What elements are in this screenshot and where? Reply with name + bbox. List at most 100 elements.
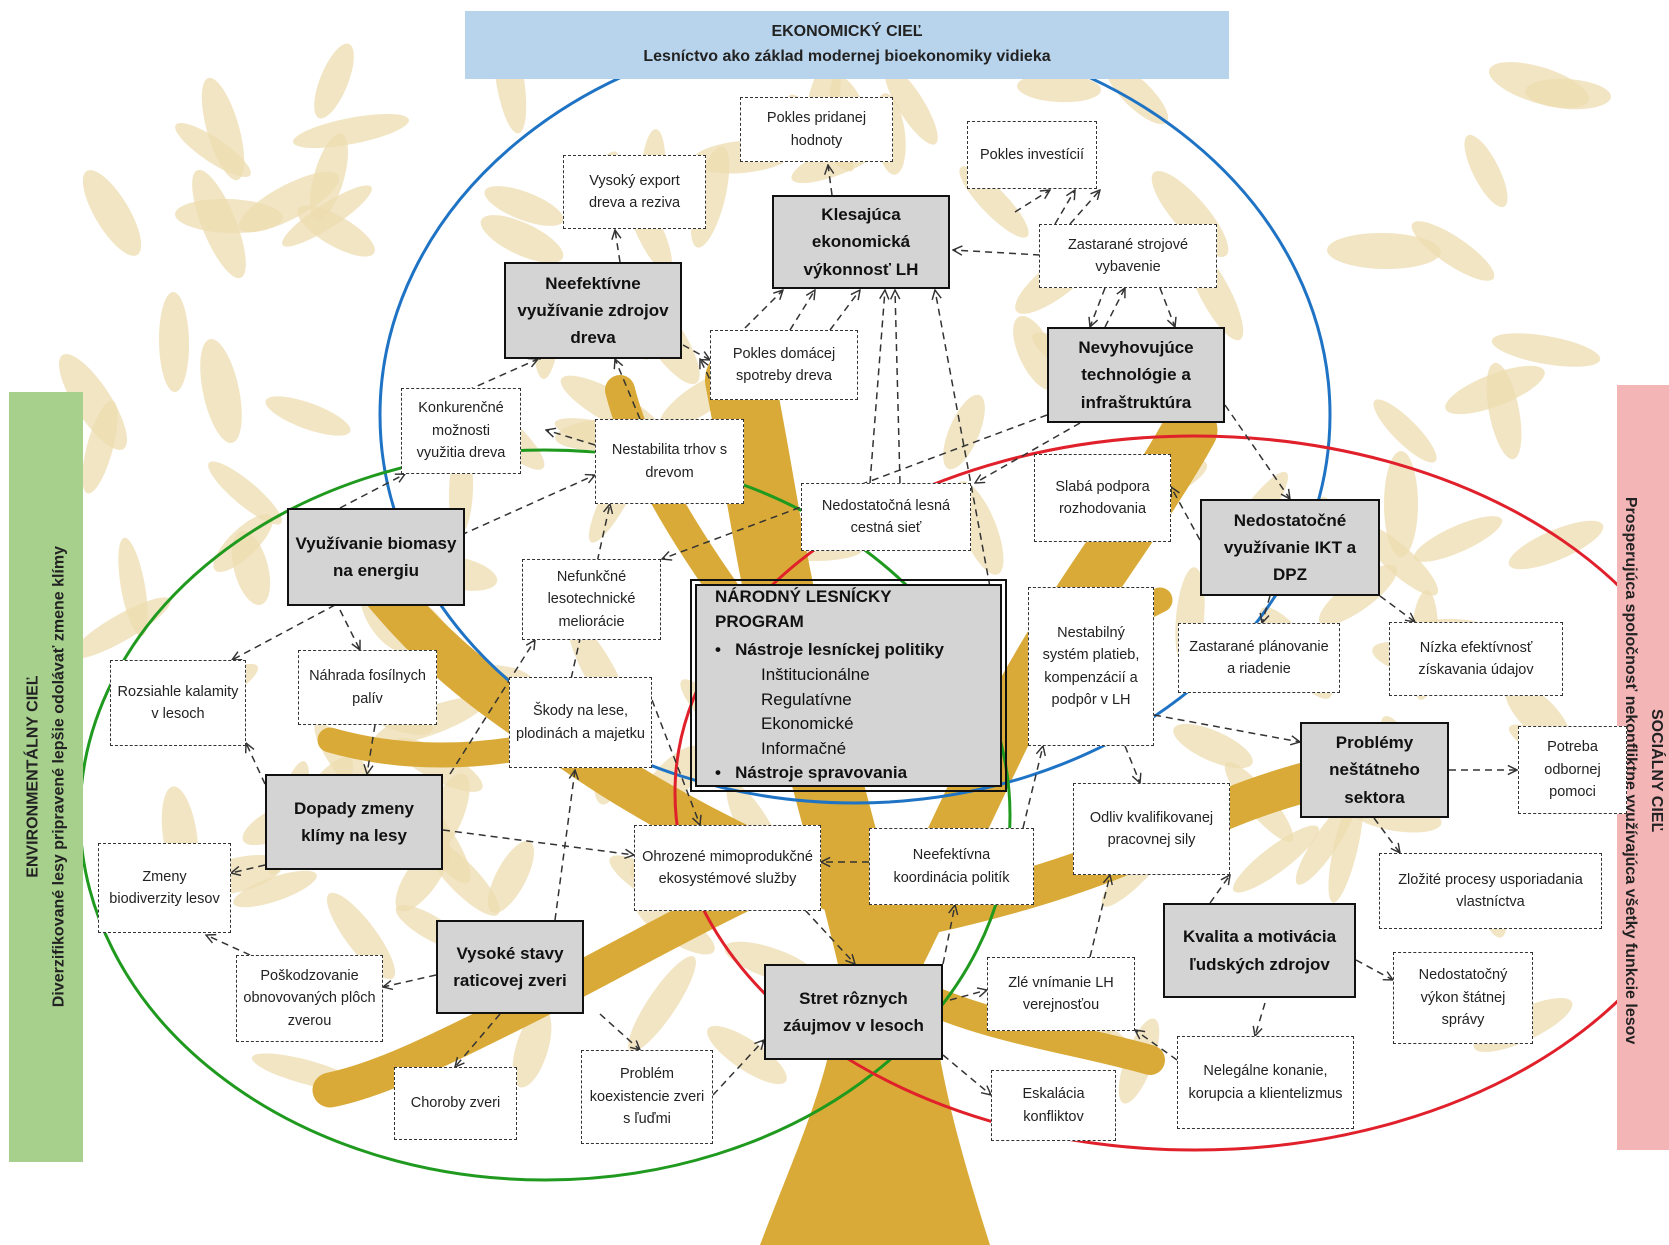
causal-arrow [449, 640, 535, 775]
leaf-shape [282, 185, 372, 247]
node-konkurencne-moznosti: Konkurenčné možnosti využitia dreva [401, 388, 521, 474]
node-odliv-sily: Odliv kvalifikovanej pracovnej sily [1073, 783, 1230, 875]
center-sub-regulative: Regulatívne [761, 689, 852, 709]
causal-arrow [895, 290, 901, 484]
node-zmeny-biodiverzity: Zmeny biodiverzity lesov [98, 843, 231, 933]
leaf-shape [707, 1025, 787, 1085]
center-title: NÁRODNÝ LESNÍCKY PROGRAM [715, 586, 892, 631]
node-neefektivne-vyuzivanie: Neefektívne využívanie zdrojov dreva [504, 262, 682, 359]
node-potreba-pomoci: Potreba odbornej pomoci [1518, 726, 1627, 814]
causal-arrow [1224, 404, 1290, 499]
causal-arrow [232, 604, 336, 660]
causal-arrow [1054, 190, 1075, 225]
node-skody-na-lese: Škody na lese, plodinách a majetku [509, 677, 652, 768]
causal-arrow [367, 724, 376, 774]
causal-arrow [1090, 287, 1106, 327]
leaf-shape [1508, 520, 1604, 570]
leaf-shape [488, 840, 534, 914]
leaf-shape [1373, 399, 1437, 463]
causal-arrow [1089, 875, 1110, 958]
leaf-shape [58, 354, 128, 450]
causal-arrow [1014, 190, 1050, 213]
causal-arrow [682, 344, 710, 360]
causal-arrow [942, 905, 955, 965]
causal-arrow [1022, 746, 1043, 829]
node-pokles-spotreby: Pokles domácej spotreby dreva [710, 330, 858, 400]
causal-arrow [1171, 487, 1201, 541]
leaf-shape [1445, 365, 1545, 415]
center-bullet-policy-tools: • Nástroje lesníckej politiky [715, 640, 944, 660]
leaf-shape [265, 396, 351, 436]
node-dopady-klimy: Dopady zmeny klímy na lesy [265, 774, 443, 870]
node-nestabilny-system: Nestabilný systém platieb, kompenzácií a… [1028, 587, 1154, 746]
causal-arrow [1355, 959, 1393, 980]
node-kvalita-motivacia: Kvalita a motivácia ľudských zdrojov [1163, 903, 1356, 998]
node-nevyhovujuce-technologie: Nevyhovujúce technológie a infraštruktúr… [1047, 327, 1225, 423]
causal-arrow [554, 770, 575, 921]
causal-arrow [1069, 190, 1100, 225]
node-slaba-podpora: Slabá podpora rozhodovania [1034, 454, 1171, 542]
causal-arrow [1104, 288, 1125, 328]
environmental-goal-banner: ENVIRONMENTÁLNY CIEĽ Diverzifikované les… [9, 392, 83, 1162]
leaf-shape [314, 43, 354, 119]
causal-arrow [1262, 595, 1271, 623]
leaf-shape [175, 122, 251, 178]
node-zastarane-strojove: Zastarané strojové vybavenie [1039, 224, 1217, 288]
node-poskodzovanie-ploch: Poškodzovanie obnovovaných plôch zverou [236, 955, 383, 1042]
node-nizka-efektivnost: Nízka efektívnosť získavania údajov [1389, 622, 1563, 696]
node-zle-vnimanie: Zlé vnímanie LH verejnosťou [987, 957, 1135, 1031]
leaf-shape [480, 215, 564, 263]
center-sub-economic: Ekonomické [761, 714, 854, 734]
causal-arrow [1373, 817, 1400, 853]
causal-arrow [712, 1040, 764, 1096]
leaf-shape [1017, 73, 1101, 103]
node-ohrozene-sluzby: Ohrozené mimoprodukčné ekosystémové služ… [634, 825, 821, 911]
leaf-shape [1411, 221, 1495, 281]
leaf-shape [1491, 333, 1601, 367]
causal-arrow [339, 609, 360, 650]
center-bullet-governance-tools: • Nástroje spravovania [715, 763, 908, 783]
leaf-shape [512, 1008, 552, 1088]
causal-arrow [246, 743, 266, 785]
leaf-shape [1488, 62, 1590, 108]
causal-arrow [599, 1013, 640, 1050]
leaf-shape [484, 186, 564, 226]
environmental-goal-title: ENVIRONMENTÁLNY CIEĽ [24, 675, 42, 879]
leaf-shape [1295, 799, 1357, 885]
economic-goal-title: EKONOMICKÝ CIEĽ [771, 23, 923, 41]
leaf-shape [1327, 232, 1441, 270]
economic-goal-subtitle: Lesníctvo ako základ modernej bioekonomi… [643, 48, 1051, 65]
causal-arrow [700, 359, 721, 401]
node-nedostatocny-vykon: Nedostatočný výkon štátnej správy [1393, 952, 1533, 1044]
causal-arrow [442, 829, 634, 855]
node-klesajuca-vykonnost: Klesajúca ekonomická výkonnosť LH [772, 195, 950, 289]
tree-branch [915, 985, 1165, 1075]
causal-arrow [1153, 714, 1300, 742]
social-circle [673, 434, 1669, 1152]
center-bullet-policy-tools-label: Nástroje lesníckej politiky [735, 640, 944, 660]
node-nedostatocna-siet: Nedostatočná lesná cestná sieť [801, 483, 971, 551]
causal-arrow [206, 935, 251, 956]
node-stret-zaujmov: Stret rôznych záujmov v lesoch [764, 964, 943, 1060]
node-nestabilita-trhov: Nestabilita trhov s drevom [595, 419, 744, 504]
causal-arrow [546, 430, 596, 446]
leaf-shape [208, 461, 282, 525]
causal-arrow [651, 699, 700, 825]
causal-arrow [942, 1054, 991, 1095]
node-nedostatocne-ikt: Nedostatočné využívanie IKT a DPZ [1200, 499, 1380, 596]
causal-arrow [1209, 875, 1230, 904]
causal-arrow [1124, 745, 1140, 783]
causal-arrow [804, 909, 855, 964]
economic-goal-banner: EKONOMICKÝ CIEĽ Lesníctvo ako základ mod… [465, 11, 1229, 79]
node-pokles-investicii: Pokles investícií [967, 121, 1097, 189]
leaf-shape [293, 113, 409, 149]
causal-arrow [1159, 287, 1175, 327]
causal-arrow [975, 422, 1081, 483]
causal-arrow [449, 475, 595, 541]
node-pokles-pridanej-hodnoty: Pokles pridanej hodnoty [740, 97, 893, 162]
causal-arrow [615, 359, 641, 420]
leaf-shape [884, 65, 938, 145]
node-problem-koexistencie: Problém koexistencie zveri s ľuďmi [581, 1050, 713, 1144]
causal-arrow [789, 290, 815, 331]
